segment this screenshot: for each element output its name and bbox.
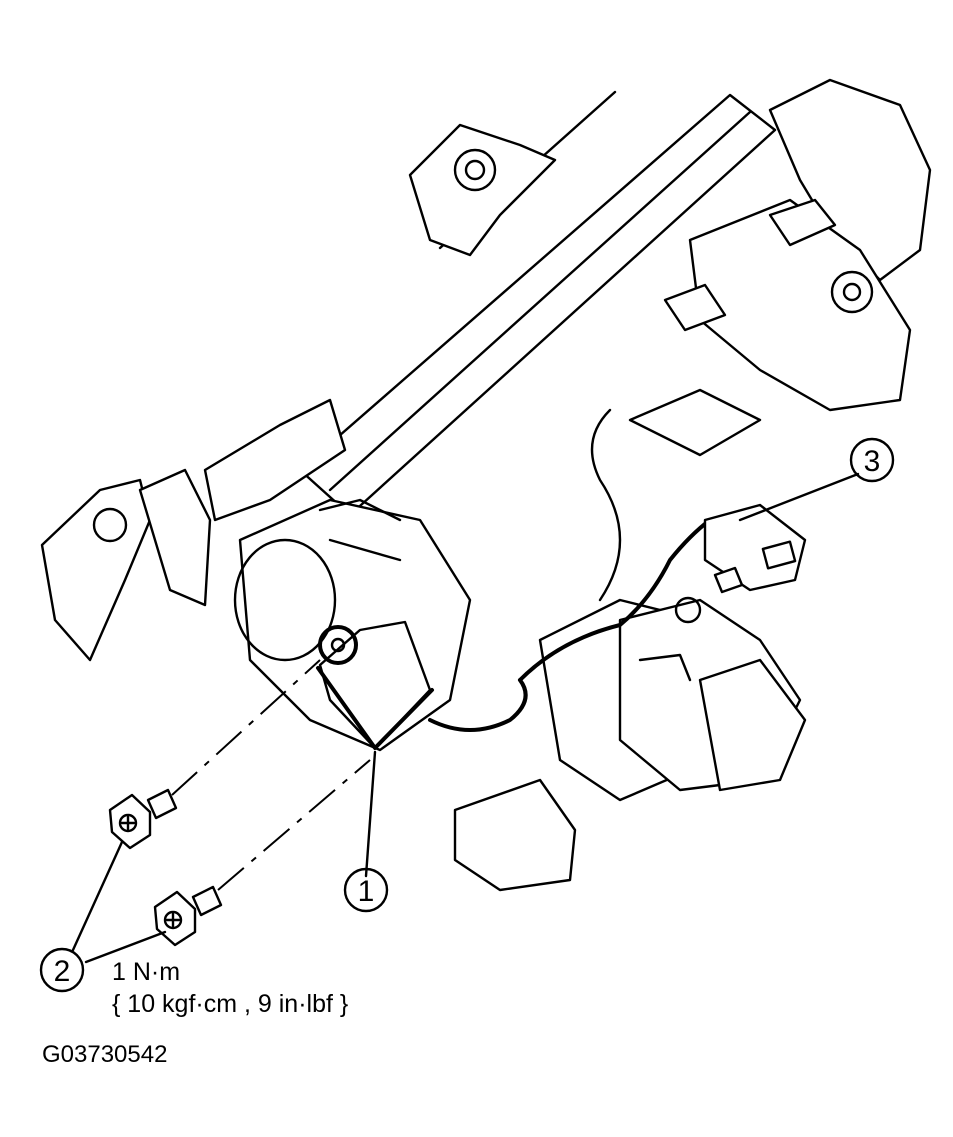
callout-3: 3 [849, 437, 895, 483]
wire-harness [518, 408, 712, 682]
airbag-module [316, 620, 528, 750]
connector [703, 503, 807, 594]
screw-alignment-line-upper [171, 659, 321, 796]
lower-left-bracket [40, 398, 347, 662]
lower-right-housing [618, 596, 807, 792]
figure-code: G03730542 [42, 1041, 168, 1068]
upper-right-bracket [628, 78, 932, 457]
leader-line-2-upper [71, 840, 124, 952]
svg-text:3: 3 [864, 445, 881, 478]
svg-text:1: 1 [358, 875, 375, 908]
torque-spec-secondary: { 10 kgf·cm , 9 in·lbf } [112, 990, 349, 1018]
callout-2: 2 [39, 947, 85, 993]
leader-line-2-lower [84, 930, 167, 964]
screw-alignment-line-lower [217, 759, 371, 891]
leader-line-3 [738, 472, 860, 522]
svg-text:2: 2 [54, 955, 71, 988]
lower-screw [153, 885, 223, 947]
leader-line-1 [364, 750, 377, 878]
callout-1: 1 [343, 867, 389, 913]
upper-mounting-bracket [408, 123, 557, 257]
torque-spec-primary: 1 N·m [112, 958, 181, 986]
upper-screw [108, 788, 178, 850]
